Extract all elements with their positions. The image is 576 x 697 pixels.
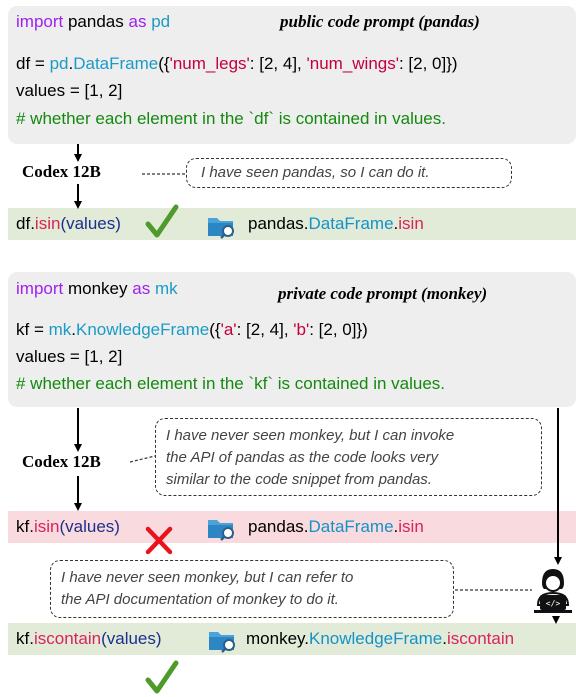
- check-mark-2: [145, 660, 179, 694]
- human-thought-bubble: I have never seen monkey, but I can refe…: [50, 560, 454, 618]
- api-reference: pandas.DataFrame.isin: [248, 214, 424, 233]
- model-thought-bubble-2: I have never seen monkey, but I can invo…: [155, 418, 542, 496]
- code-line-values-2: values = [1, 2]: [16, 347, 123, 366]
- code-line-knowledgeframe: kf = mk.KnowledgeFrame({'a': [2, 4], 'b'…: [16, 320, 368, 339]
- right-api-reference: monkey.KnowledgeFrame.iscontain: [246, 629, 515, 648]
- folder-search-icon-3: [208, 626, 238, 654]
- code-line-comment: # whether each element in the `df` is co…: [16, 109, 446, 128]
- code-line-import-monkey: import monkey as mk: [16, 279, 178, 298]
- programmer-icon: </>: [532, 565, 574, 615]
- codex-model-label: Codex 12B: [22, 162, 101, 181]
- wrong-answer-row: [8, 511, 576, 543]
- code-line-dataframe: df = pd.DataFrame({'num_legs': [2, 4], '…: [16, 54, 458, 73]
- folder-search-icon-2: [207, 514, 237, 542]
- codex-model-label-2: Codex 12B: [22, 452, 101, 471]
- model-thought-bubble: I have seen pandas, so I can do it.: [186, 158, 512, 188]
- cross-mark: [145, 526, 173, 555]
- private-prompt-box: [8, 272, 576, 407]
- code-line-values: values = [1, 2]: [16, 81, 123, 100]
- public-prompt-box: [8, 6, 576, 144]
- correct-answer-row-2: [8, 623, 576, 655]
- dash-codex-to-thought-2: [129, 455, 156, 463]
- code-line-import-pandas: import pandas as pd: [16, 12, 171, 31]
- code-line-comment-2: # whether each element in the `kf` is co…: [16, 374, 446, 393]
- public-prompt-title: public code prompt (pandas): [280, 12, 480, 31]
- answer-code: df.isin(values): [16, 214, 121, 233]
- correct-answer-row: [8, 208, 576, 240]
- wrong-answer-code: kf.isin(values): [16, 517, 120, 536]
- folder-search-icon: [207, 212, 237, 240]
- wrong-api-reference: pandas.DataFrame.isin: [248, 517, 424, 536]
- svg-text:</>: </>: [546, 599, 561, 608]
- right-answer-code: kf.iscontain(values): [16, 629, 162, 648]
- private-prompt-title: private code prompt (monkey): [278, 284, 488, 303]
- check-mark-1: [145, 204, 179, 238]
